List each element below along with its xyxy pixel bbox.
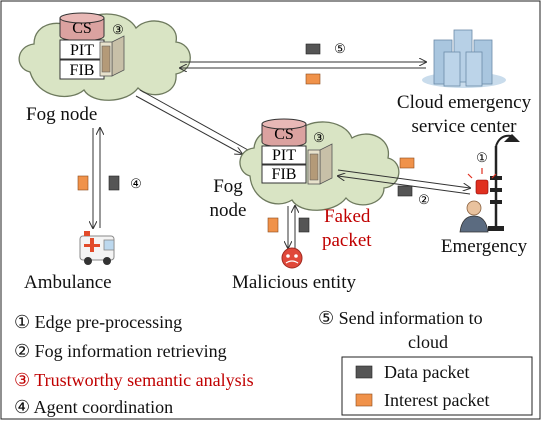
malicious-entity-label: Malicious entity — [232, 272, 357, 293]
interest-packet-icon — [399, 157, 415, 169]
interest-packet-icon — [355, 393, 373, 407]
stack-pit-label: PIT — [70, 42, 94, 59]
stack-fib-label: FIB — [272, 166, 297, 183]
data-packet-icon — [305, 43, 321, 55]
legend-interest-packet: Interest packet — [384, 390, 489, 410]
stack-fib-label: FIB — [70, 62, 95, 79]
interest-packet-icon — [305, 73, 321, 85]
interest-packet-icon — [77, 175, 89, 191]
cloud-center-label-line1: Cloud emergency — [397, 92, 532, 113]
streetlight-icon — [488, 134, 520, 231]
ambulance-label: Ambulance — [24, 272, 112, 293]
legend-steps: ① Edge pre-processing ② Fog information … — [14, 312, 254, 417]
datacenter-icon — [422, 29, 506, 88]
link-fog-cloud: ⑤ — [180, 41, 426, 85]
link-fog-malicious — [267, 206, 310, 248]
legend-data-packet: Data packet — [384, 362, 469, 382]
server-icon — [99, 35, 125, 77]
step-2-marker: ② — [418, 192, 430, 207]
interest-packet-icon — [267, 217, 279, 233]
fog-node-mid-label-line1: Fog — [213, 176, 243, 197]
fog-node-label: Fog node — [26, 104, 97, 125]
legend-step-4: ④ Agent coordination — [14, 397, 173, 417]
stack-cs-label: CS — [72, 20, 92, 37]
cloud-center-label-line2: service center — [412, 116, 518, 137]
data-packet-icon — [108, 175, 120, 191]
step-3-marker: ③ — [112, 22, 124, 37]
fog-node-mid: CS PIT FIB ③ — [239, 118, 400, 211]
step-3-marker: ③ — [313, 130, 325, 145]
legend-step-3: ③ Trustworthy semantic analysis — [14, 370, 254, 390]
malicious-robot-icon — [281, 247, 303, 269]
data-packet-icon — [397, 185, 413, 197]
link-fog-emergency: ② — [338, 157, 470, 207]
step-1-marker: ① — [476, 150, 488, 165]
ambulance-icon — [79, 231, 115, 265]
data-packet-icon — [355, 365, 373, 379]
legend-step-5-line1: ⑤ Send information to — [318, 308, 483, 328]
stack-cs-label: CS — [274, 126, 294, 143]
step-4-marker: ④ — [130, 176, 142, 191]
link-fog-ambulance: ④ — [77, 128, 142, 228]
faked-packet-label-line2: packet — [322, 230, 372, 251]
step-5-marker: ⑤ — [334, 41, 346, 56]
content-store-stack: CS PIT FIB — [261, 118, 307, 184]
content-store-stack: CS PIT FIB — [59, 12, 105, 80]
data-packet-icon — [298, 217, 310, 233]
legend-step-5-line2: cloud — [408, 332, 448, 352]
fog-node-top: CS PIT FIB ③ Fog node — [18, 12, 191, 125]
fog-node-mid-label-line2: node — [210, 200, 247, 221]
stack-pit-label: PIT — [272, 147, 296, 164]
person-icon — [459, 200, 489, 233]
legend-step-2: ② Fog information retrieving — [14, 341, 227, 361]
server-icon — [307, 143, 333, 185]
emergency-label: Emergency — [441, 236, 528, 257]
faked-packet-label-line1: Faked — [324, 206, 371, 227]
siren-icon — [467, 168, 497, 195]
link-fog-fog — [135, 89, 249, 154]
packet-legend-box: Data packet Interest packet — [341, 356, 533, 416]
legend-step-1: ① Edge pre-processing — [14, 312, 182, 332]
